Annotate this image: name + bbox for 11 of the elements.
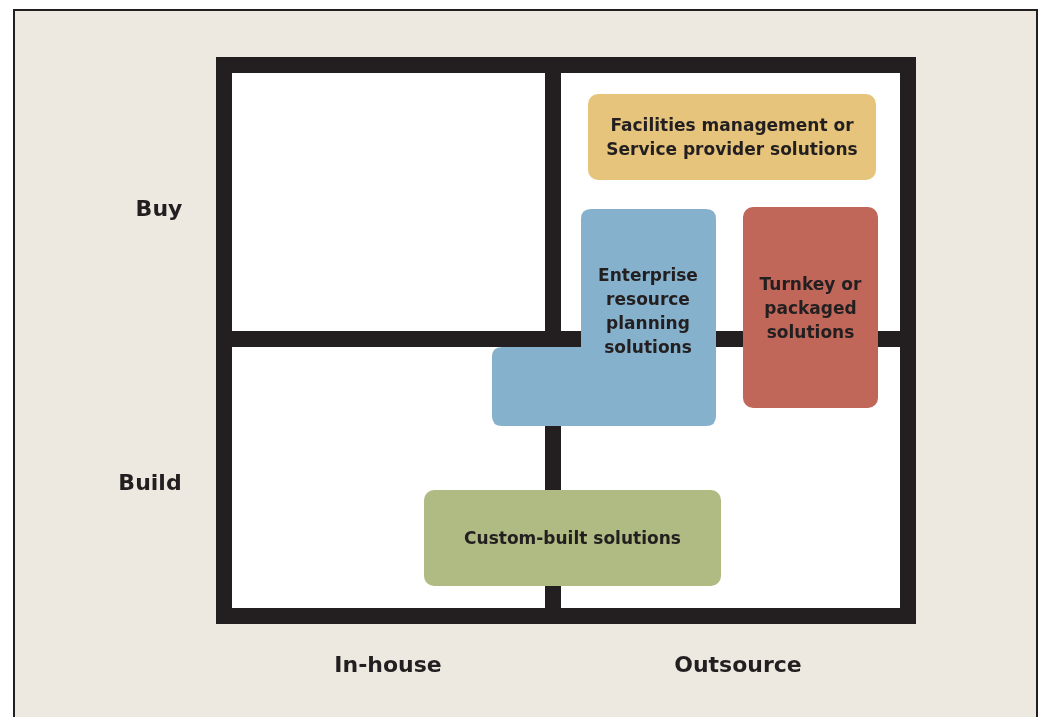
solution-label: Custom-built solutions xyxy=(464,527,681,550)
solution-label: Facilities management or Service provider solutions xyxy=(605,114,859,161)
row-label: Build xyxy=(118,469,182,495)
column-label: Outsource xyxy=(674,651,802,677)
solution-box xyxy=(424,490,721,586)
solution-label: Turnkey or packaged solutions xyxy=(758,272,863,344)
row-label: Buy xyxy=(135,195,183,221)
column-label: In-house xyxy=(334,651,442,677)
solution-box xyxy=(743,207,878,408)
solution-box xyxy=(588,94,876,180)
solution-label: Enterprise resource planning solutions xyxy=(597,264,699,359)
